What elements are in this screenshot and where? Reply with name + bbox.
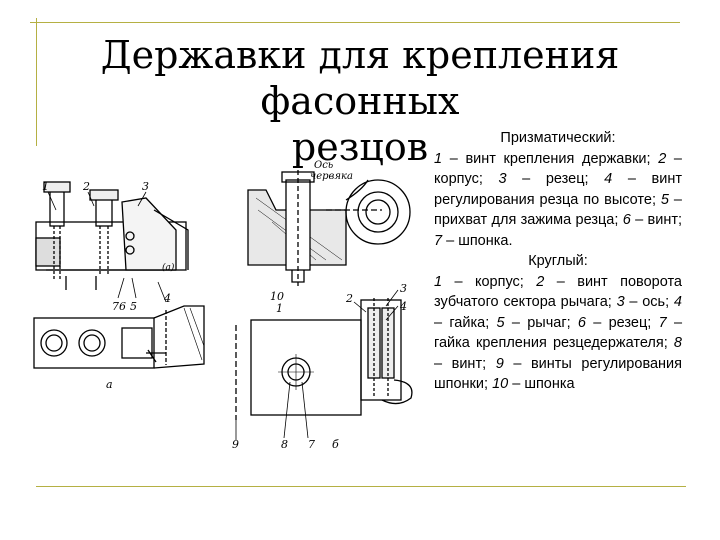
label-sub-b: б bbox=[332, 438, 339, 451]
prismatic-item-num: 2 bbox=[658, 150, 667, 167]
round-heading: Круглый: bbox=[528, 253, 588, 269]
round-description: 1 – корпус; 2 – винт поворота зубчатого … bbox=[434, 272, 682, 395]
round-item-num: 6 bbox=[577, 314, 586, 331]
round-item-text: – корпус; bbox=[442, 273, 537, 290]
label-round-4: 4 bbox=[399, 300, 407, 313]
label-round-7: 7 bbox=[308, 438, 315, 451]
round-item-num: 5 bbox=[496, 314, 505, 331]
prismatic-item-num: 6 bbox=[622, 212, 631, 228]
label-round-2: 2 bbox=[345, 292, 353, 305]
round-item-text: – винт; bbox=[434, 355, 496, 372]
round-item-text: – винты регулирования шпонки; bbox=[434, 355, 683, 393]
title-line-1: Державки для крепления фасонных bbox=[100, 33, 620, 123]
prismatic-item-text: – винт крепления державки; bbox=[442, 150, 659, 167]
round-item-text: – резец; bbox=[586, 314, 659, 331]
round-top-view bbox=[247, 170, 411, 286]
prismatic-leaders bbox=[47, 191, 167, 303]
tool-holder-drawing: 1 2 3 76 5 4 (а) а bbox=[33, 160, 413, 451]
round-item-num: 8 bbox=[673, 335, 682, 351]
label-round-3: 3 bbox=[400, 282, 407, 295]
prismatic-heading: Призматический: bbox=[500, 130, 616, 146]
frame-vertical-line bbox=[36, 18, 37, 146]
prismatic-item-num: 5 bbox=[660, 191, 669, 208]
round-item-text: – гайка крепления резцедержателя; bbox=[434, 314, 683, 352]
prismatic-item-text: – шпонка. bbox=[442, 232, 513, 249]
round-item-num: 2 bbox=[536, 273, 545, 290]
round-item-text: – гайка; bbox=[434, 314, 497, 331]
title-line-2: резцов bbox=[291, 125, 429, 169]
label-round-8: 8 bbox=[281, 438, 288, 451]
round-item-num: 9 bbox=[495, 355, 504, 372]
label-5: 5 bbox=[130, 300, 137, 313]
round-item-num: 7 bbox=[658, 314, 667, 331]
round-item-num: 1 bbox=[434, 273, 443, 290]
prismatic-item-text: – винт регулирования резца по высоте; bbox=[434, 171, 682, 208]
prismatic-item-num: 3 bbox=[498, 171, 507, 187]
label-round-1: 1 bbox=[276, 302, 283, 315]
label-a2: (а) bbox=[162, 262, 175, 273]
frame-top-line bbox=[30, 22, 680, 23]
round-item-num: 10 bbox=[492, 376, 509, 392]
label-3: 3 bbox=[142, 180, 149, 193]
label-1: 1 bbox=[42, 180, 49, 193]
prismatic-plan-view bbox=[33, 305, 205, 369]
prismatic-item-text: – винт; bbox=[630, 212, 682, 228]
label-sub-a: а bbox=[106, 378, 113, 391]
round-front-view bbox=[235, 298, 413, 420]
label-76: 76 bbox=[112, 300, 126, 313]
slide-title: Державки для крепления фасонных резцов bbox=[40, 32, 680, 170]
label-axis-line1: Ось bbox=[314, 160, 333, 171]
legend-text: Призматический: 1 – винт крепления держа… bbox=[434, 128, 682, 395]
frame-bottom-line bbox=[36, 486, 686, 487]
round-item-text: – рычаг; bbox=[504, 314, 578, 331]
round-item-text: – шпонка bbox=[508, 376, 575, 392]
prismatic-item-num: 1 bbox=[434, 150, 443, 167]
round-leaders bbox=[235, 289, 399, 440]
prismatic-side-view bbox=[35, 181, 189, 290]
round-item-text: – винт поворота зубчатого сектора рычага… bbox=[434, 273, 682, 311]
label-2: 2 bbox=[82, 180, 90, 193]
round-item-num: 4 bbox=[673, 294, 682, 310]
prismatic-description: 1 – винт крепления державки; 2 – корпус;… bbox=[434, 149, 682, 252]
label-round-9: 9 bbox=[232, 438, 239, 451]
label-4: 4 bbox=[163, 292, 171, 305]
label-10: 10 bbox=[270, 290, 284, 303]
label-axis-line2: червяка bbox=[310, 171, 353, 182]
prismatic-item-text: – корпус; bbox=[434, 150, 682, 188]
prismatic-item-num: 4 bbox=[604, 171, 613, 187]
round-item-num: 3 bbox=[616, 294, 625, 310]
prismatic-item-num: 7 bbox=[434, 232, 443, 249]
round-item-text: – ось; bbox=[624, 294, 674, 310]
prismatic-item-text: – прихват для зажима резца; bbox=[434, 191, 682, 229]
prismatic-item-text: – резец; bbox=[506, 171, 605, 187]
